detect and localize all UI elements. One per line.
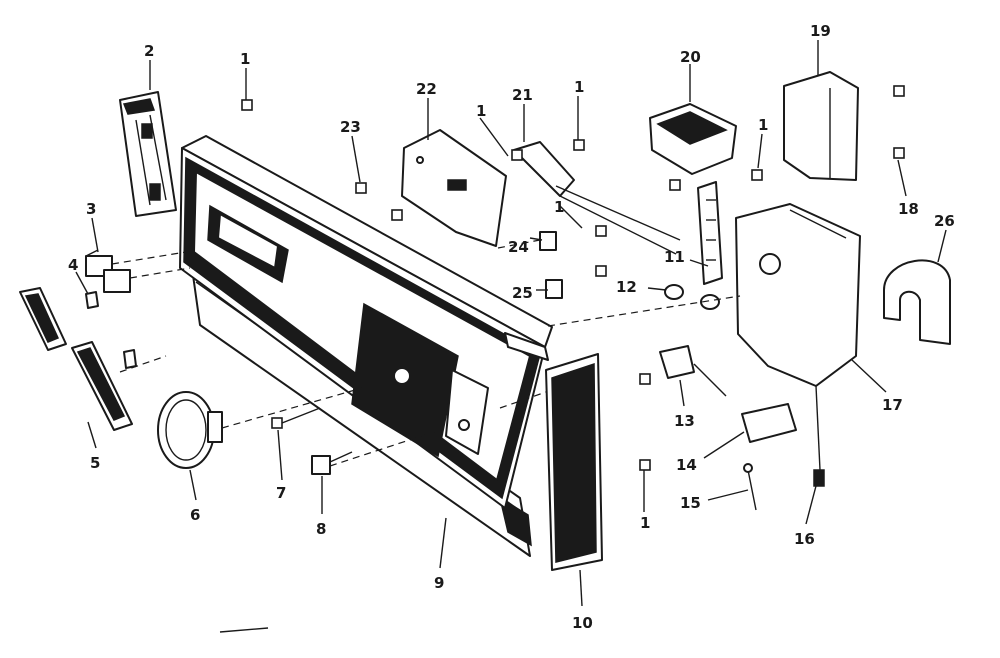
- part-25-clip: [545, 279, 563, 299]
- part-12-bulbs: [664, 284, 720, 310]
- part-5-trim-plates: [19, 287, 137, 431]
- callout-21: 21: [512, 86, 533, 104]
- part-14-connector: [741, 403, 797, 443]
- screws: [241, 85, 905, 471]
- callout-1-e: 1: [758, 116, 768, 134]
- callout-2: 2: [144, 42, 154, 60]
- callout-22: 22: [416, 80, 437, 98]
- callout-12: 12: [616, 278, 637, 296]
- callout-1-c: 1: [574, 78, 584, 96]
- callout-4: 4: [68, 256, 78, 274]
- part-22-bracket: [401, 129, 507, 247]
- callout-13: 13: [674, 412, 695, 430]
- callout-14: 14: [676, 456, 697, 474]
- part-6-knob: [157, 391, 223, 469]
- callout-6: 6: [190, 506, 200, 524]
- part-console-panel: [179, 135, 553, 509]
- part-10-grille: [545, 353, 603, 571]
- part-26-shield: [883, 259, 951, 345]
- callout-1-f: 1: [640, 514, 650, 532]
- callout-25: 25: [512, 284, 533, 302]
- callout-19: 19: [810, 22, 831, 40]
- callout-17: 17: [882, 396, 903, 414]
- callout-1-d: 1: [554, 198, 564, 216]
- callout-16: 16: [794, 530, 815, 548]
- part-13-switch: [659, 345, 727, 397]
- part-17-timer: [735, 203, 861, 487]
- part-19-cover: [783, 71, 859, 181]
- callout-5: 5: [90, 454, 100, 472]
- callout-18: 18: [898, 200, 919, 218]
- callout-23: 23: [340, 118, 361, 136]
- callout-11: 11: [664, 248, 685, 266]
- part-4-clip: [85, 291, 99, 309]
- callouts: 1 2 3 4 5 6 7 8 9 10 11 12 13 14 15 16 1…: [68, 22, 955, 632]
- callout-10: 10: [572, 614, 593, 632]
- callout-3: 3: [86, 200, 96, 218]
- callout-7: 7: [276, 484, 286, 502]
- part-2-end-bracket: [119, 91, 177, 217]
- callout-1-a: 1: [240, 50, 250, 68]
- part-21-rod-bracket: [513, 141, 681, 255]
- callout-1-b: 1: [476, 102, 486, 120]
- part-20-block: [649, 103, 737, 175]
- part-11-terminal-strip: [697, 181, 723, 285]
- part-7-screw: [271, 407, 321, 429]
- leader-lines: [75, 40, 947, 633]
- callout-8: 8: [316, 520, 326, 538]
- part-24-clip: [539, 231, 557, 251]
- callout-24: 24: [508, 238, 529, 256]
- callout-15: 15: [680, 494, 701, 512]
- part-8-plug: [311, 451, 353, 475]
- callout-9: 9: [434, 574, 444, 592]
- callout-20: 20: [680, 48, 701, 66]
- part-3-switch: [85, 249, 131, 293]
- callout-26: 26: [934, 212, 955, 230]
- assembly-lines: [111, 239, 741, 467]
- part-15-pin: [743, 463, 757, 511]
